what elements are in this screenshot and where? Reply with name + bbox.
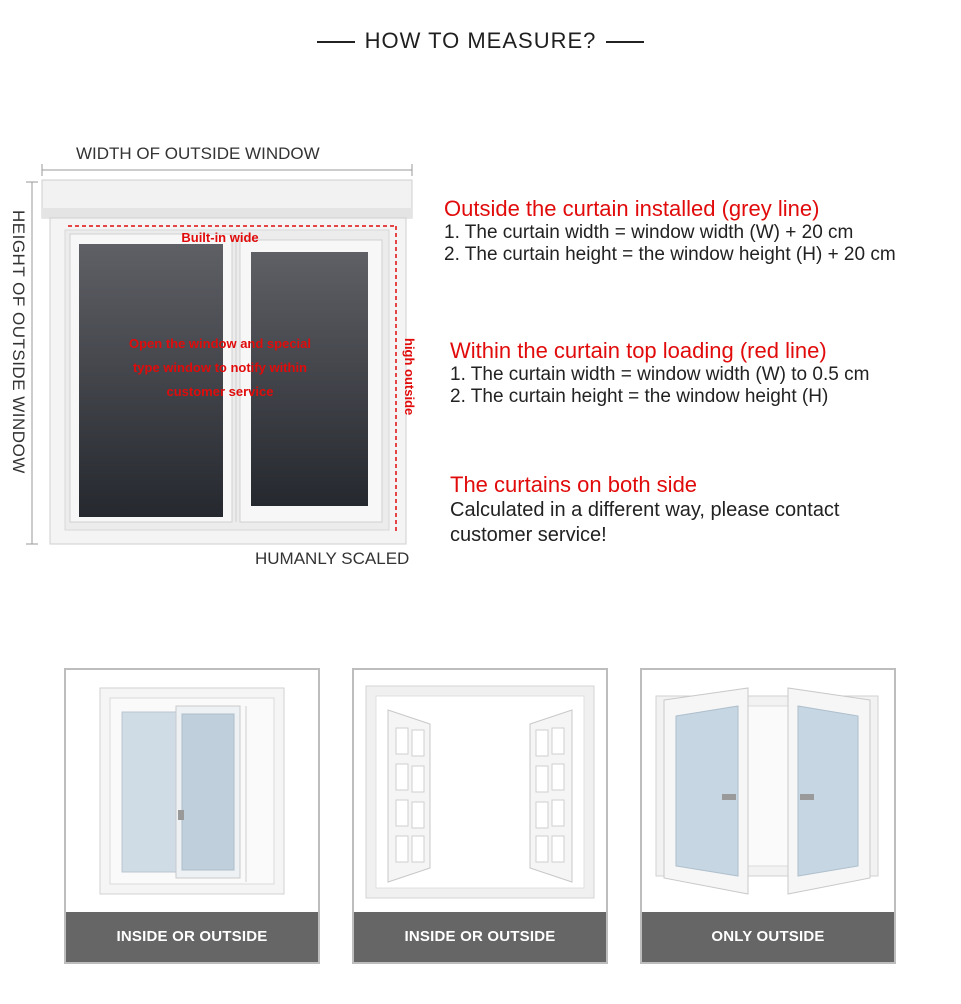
left-pane [121,711,183,873]
panel-caption: ONLY OUTSIDE [642,912,894,962]
within-line-1: 1. The curtain width = window width (W) … [450,364,870,385]
outside-line-1: 1. The curtain width = window width (W) … [444,222,854,243]
right-pane [181,713,235,871]
within-info-block: Within the curtain top loading (red line… [450,338,869,408]
title-dash-right [606,41,645,44]
left-glass [79,244,223,517]
high-outside-label: high outside [402,338,417,415]
panel-inward-window: ONLY OUTSIDE [640,668,896,964]
both-line-1: Calculated in a different way, please co… [450,499,840,521]
right-glass [251,252,368,506]
note-line-3: customer service [167,384,274,399]
casement-window-image [365,685,595,899]
width-label: WIDTH OF OUTSIDE WINDOW [76,144,320,163]
window-diagram: Built-in wide Open the window and specia… [26,164,417,545]
outside-line-2: 2. The curtain height = the window heigh… [444,244,896,265]
note-line-2: type window to notify within [133,360,307,375]
left-inward-pane [675,705,739,877]
both-line-2: customer service! [450,524,607,546]
panel-sliding-window: INSIDE OR OUTSIDE [64,668,320,964]
note-line-1: Open the window and special [129,336,311,351]
outside-heading: Outside the curtain installed (grey line… [444,196,820,221]
height-label: HEIGHT OF OUTSIDE WINDOW [9,210,28,474]
page-title: HOW TO MEASURE? [0,28,961,54]
panel-casement-window: INSIDE OR OUTSIDE [352,668,608,964]
panel-caption: INSIDE OR OUTSIDE [66,912,318,962]
inward-window-image [655,687,879,895]
within-heading: Within the curtain top loading (red line… [450,338,827,363]
sliding-window-image [99,687,285,895]
both-heading: The curtains on both side [450,472,698,497]
both-info-block: The curtains on both side Calculated in … [450,472,840,548]
scaled-label: HUMANLY SCALED [255,549,410,568]
outside-info-block: Outside the curtain installed (grey line… [444,196,896,266]
title-dash-left [316,41,355,44]
panel-caption: INSIDE OR OUTSIDE [354,912,606,962]
within-line-2: 2. The curtain height = the window heigh… [450,386,829,407]
right-inward-pane [797,705,859,877]
built-in-label: Built-in wide [181,230,258,245]
